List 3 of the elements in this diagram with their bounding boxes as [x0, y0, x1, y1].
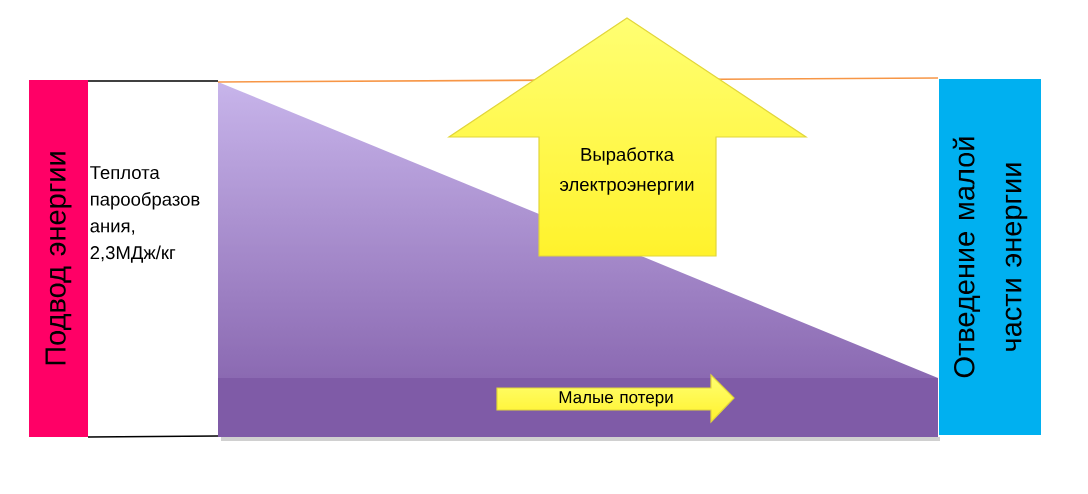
side-bar: Подвод энергии — [29, 80, 88, 437]
side-bar: Отведение малой части энергии — [939, 79, 1041, 435]
annotation-text: Теплота парообразов ания, 2,3МДж/кг — [90, 166, 200, 263]
